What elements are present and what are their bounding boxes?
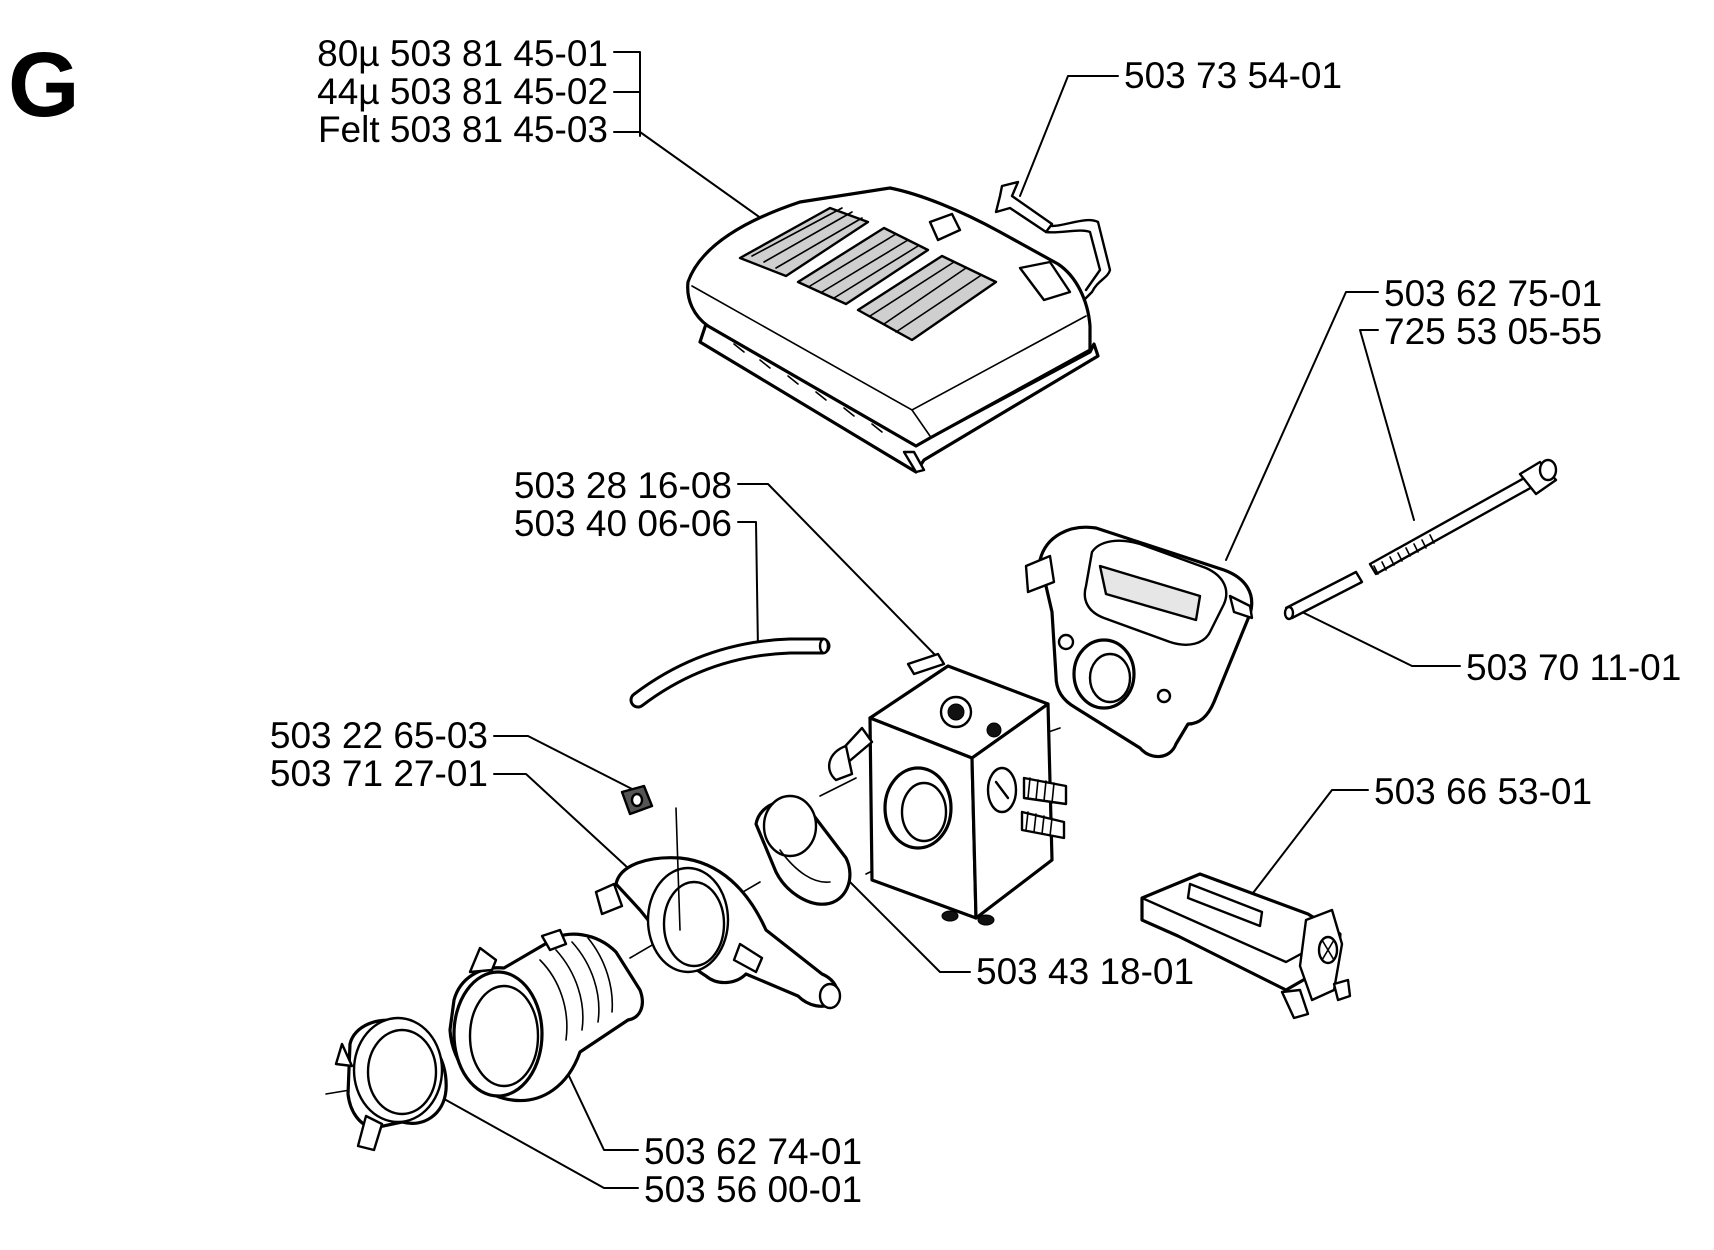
leader-intake-boot bbox=[551, 1039, 639, 1151]
label-intake-ring: 503 43 18-01 bbox=[976, 951, 1194, 992]
label-intake-boot: 503 62 74-01 bbox=[644, 1131, 862, 1172]
leader-carb-gasket bbox=[1225, 291, 1379, 561]
carburetor-illustration bbox=[827, 652, 1068, 926]
label-sleeve: 503 70 11-01 bbox=[1466, 647, 1681, 688]
leader-long-screw bbox=[1359, 329, 1415, 521]
label-hose-clamp: 503 56 00-01 bbox=[644, 1169, 862, 1210]
leader-small-nut bbox=[493, 735, 635, 791]
label-choke-lever: 503 66 53-01 bbox=[1374, 771, 1592, 812]
air-filter-illustration bbox=[686, 186, 1100, 474]
section-letter: G bbox=[8, 34, 80, 136]
leader-hose-clamp bbox=[445, 1099, 639, 1189]
spring-clip-illustration bbox=[994, 180, 1112, 302]
label-filter-felt: Felt 503 81 45-03 bbox=[318, 109, 608, 150]
label-long-screw: 725 53 05-55 bbox=[1384, 311, 1602, 352]
filter-mesh-panels bbox=[738, 206, 998, 342]
leader-lines bbox=[325, 51, 1461, 1189]
small-nut-illustration bbox=[620, 784, 654, 816]
leader-choke-lever bbox=[1239, 789, 1369, 911]
leader-sleeve bbox=[1301, 611, 1461, 667]
leader-fuel-hose-b bbox=[737, 521, 759, 651]
label-clamp-bracket: 503 71 27-01 bbox=[270, 753, 488, 794]
leader-intake-ring bbox=[831, 863, 971, 973]
clamp-bracket-illustration bbox=[594, 807, 842, 1010]
leader-filter bbox=[613, 51, 773, 227]
hose-clamp-illustration bbox=[334, 1016, 448, 1152]
sleeve-illustration bbox=[1283, 570, 1364, 621]
label-filter-44u: 44µ 503 81 45-02 bbox=[317, 71, 608, 112]
label-filter-80u: 80µ 503 81 45-01 bbox=[317, 33, 608, 74]
label-spring-clip: 503 73 54-01 bbox=[1124, 55, 1342, 96]
leader-spring-clip bbox=[1019, 75, 1119, 197]
label-carb-gasket: 503 62 75-01 bbox=[1384, 273, 1602, 314]
label-fuel-hose-b: 503 40 06-06 bbox=[514, 503, 732, 544]
long-screw-illustration bbox=[1368, 458, 1558, 576]
leader-fuel-hose-a bbox=[737, 483, 941, 661]
fuel-hose-illustration bbox=[629, 637, 831, 709]
label-small-nut: 503 22 65-03 bbox=[270, 715, 488, 756]
intake-boot-illustration bbox=[448, 928, 644, 1103]
label-fuel-hose-a: 503 28 16-08 bbox=[514, 465, 732, 506]
choke-lever-illustration bbox=[1140, 872, 1352, 1020]
leader-clamp-bracket bbox=[493, 773, 629, 869]
carb-gasket-adapter-illustration bbox=[1024, 525, 1254, 759]
intake-ring-illustration bbox=[754, 794, 852, 906]
